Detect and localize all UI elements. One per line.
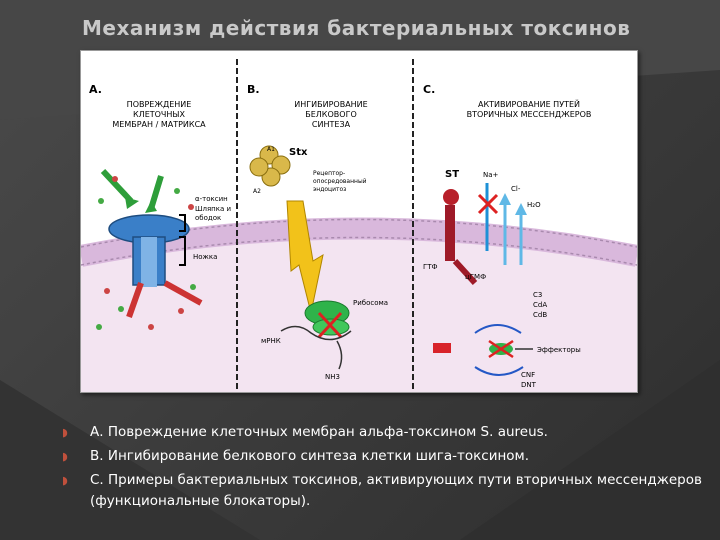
bullet-item-b: ◗ В. Ингибирование белкового синтеза кле… xyxy=(62,446,702,467)
toxin-cda-label: CdA xyxy=(533,301,547,309)
inactive-gtpase xyxy=(433,343,451,353)
water-arrow-head xyxy=(515,203,527,215)
receptor-label-3: эндоцитоз xyxy=(313,186,346,193)
alpha-toxin-label: α-токсин xyxy=(195,195,228,203)
gtf-label: ГТФ xyxy=(423,263,438,271)
panel-b-heading-3: СИНТЕЗА xyxy=(312,120,351,129)
toxin-cdb-label: CdB xyxy=(533,311,547,319)
bullet-item-c: ◗ С. Примеры бактериальных токсинов, акт… xyxy=(62,470,702,512)
nh3-label: NH3 xyxy=(325,373,340,381)
dnt-label: DNT xyxy=(521,381,537,389)
toxin-arrow-green-1 xyxy=(100,168,134,204)
receptor-label-1: Рецептор- xyxy=(313,170,345,177)
cap-bracket xyxy=(179,214,186,232)
gtpase-block-mark xyxy=(488,339,514,359)
cgmf-label: цГМФ xyxy=(465,273,486,281)
slide-title: Механизм действия бактериальных токсинов xyxy=(82,16,631,40)
mrna-label: мРНК xyxy=(261,337,281,345)
legs-label: Ножка xyxy=(193,253,217,261)
st-toxin-molecule xyxy=(443,189,459,205)
cap-label-1: Шляпка и xyxy=(195,205,231,213)
chloride-arrow-head xyxy=(499,193,511,205)
panel-b-heading-1: ИНГИБИРОВАНИЕ xyxy=(294,100,367,109)
leak-arrow-red-2 xyxy=(163,280,203,306)
sodium-block-mark xyxy=(477,193,499,215)
panel-b-heading-2: БЕЛКОВОГО xyxy=(305,110,357,119)
bullet-item-a: ◗ А. Повреждение клеточных мембран альфа… xyxy=(62,422,702,443)
water-label: H₂O xyxy=(527,201,541,209)
ribosome-label: Рибосома xyxy=(353,299,388,307)
panel-c-heading-1: АКТИВИРОВАНИЕ ПУТЕЙ xyxy=(478,98,580,109)
panel-a-letter: A. xyxy=(89,83,102,96)
bullet-text-b: В. Ингибирование белкового синтеза клетк… xyxy=(90,448,530,464)
panel-a-heading-3: МЕМБРАН / МАТРИКСА xyxy=(112,120,206,129)
gtpase-cycle-top xyxy=(474,324,522,334)
receptor-cytoplasmic-domain xyxy=(452,258,478,286)
cnf-label: CNF xyxy=(521,371,535,379)
a1-subunit-label: A1 xyxy=(267,146,275,153)
toxin-particles xyxy=(96,176,196,330)
gtpase-cycle-bottom xyxy=(474,366,524,376)
sodium-label: Na+ xyxy=(483,171,499,179)
st-toxin-label: ST xyxy=(445,169,459,180)
bullet-marker-icon: ◗ xyxy=(62,474,68,487)
bullet-text-c: С. Примеры бактериальных токсинов, актив… xyxy=(90,472,702,509)
leak-arrow-red-1 xyxy=(126,282,144,318)
toxin-mechanism-diagram: A. ПОВРЕЖДЕНИЕ КЛЕТОЧНЫХ МЕМБРАН / МАТРИ… xyxy=(81,59,637,392)
bullet-marker-icon: ◗ xyxy=(62,450,68,463)
alpha-toxin-channel xyxy=(141,237,157,287)
bullet-marker-icon: ◗ xyxy=(62,426,68,439)
panel-b-letter: B. xyxy=(247,83,260,96)
toxin-arrow-green-1-head xyxy=(125,197,139,209)
stem-bracket xyxy=(179,236,186,266)
toxin-c3-label: C3 xyxy=(533,291,542,299)
bullet-text-a: А. Повреждение клеточных мембран альфа-т… xyxy=(90,424,548,440)
panel-c-heading-2: ВТОРИЧНЫХ МЕССЕНДЖЕРОВ xyxy=(467,110,592,119)
shiga-toxin-molecule xyxy=(249,145,291,187)
stx-label: Stx xyxy=(289,147,308,158)
toxin-arrow-green-2 xyxy=(148,175,164,210)
diagram-figure: A. ПОВРЕЖДЕНИЕ КЛЕТОЧНЫХ МЕМБРАН / МАТРИ… xyxy=(80,50,638,393)
a2-subunit-label: A2 xyxy=(253,188,261,195)
ribosome-block-mark xyxy=(317,311,343,339)
guanylyl-cyclase-receptor xyxy=(445,205,455,261)
peptide-chain xyxy=(336,340,343,370)
chloride-label: Cl- xyxy=(511,185,521,193)
panel-c-letter: C. xyxy=(423,83,435,96)
toxin-arrow-green-2-head xyxy=(145,201,157,213)
endocytosis-bolt xyxy=(286,200,324,314)
cap-label-2: ободок xyxy=(195,214,221,222)
effectors-label: Эффекторы xyxy=(537,346,581,354)
receptor-label-2: опосредованный xyxy=(313,178,367,185)
panel-a-heading-1: ПОВРЕЖДЕНИЕ xyxy=(127,100,192,109)
bullet-list: ◗ А. Повреждение клеточных мембран альфа… xyxy=(62,422,702,515)
panel-a-heading-2: КЛЕТОЧНЫХ xyxy=(133,110,185,119)
mrna-strand xyxy=(280,325,352,341)
